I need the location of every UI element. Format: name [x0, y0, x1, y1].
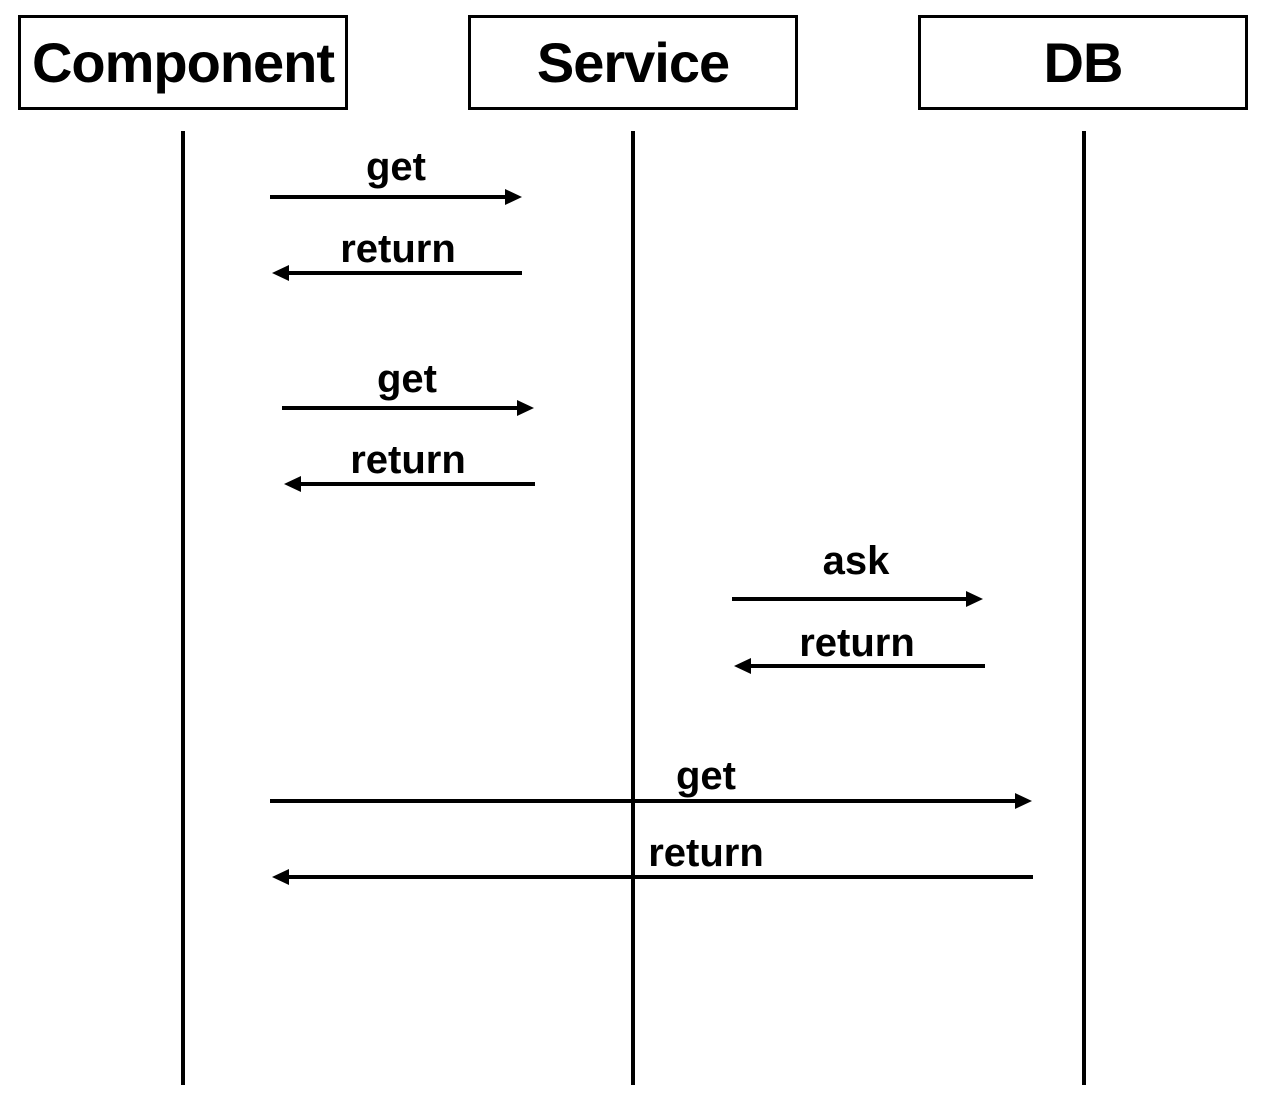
message-label-ask-4: ask	[822, 539, 890, 583]
actor-label-db: DB	[1043, 30, 1124, 94]
message-label-get-6: get	[676, 754, 736, 798]
message-label-get-2: get	[377, 357, 437, 401]
message-line-1	[286, 271, 522, 275]
message-arrowhead-right-icon	[966, 591, 983, 607]
message-arrowhead-left-icon	[272, 265, 289, 281]
lifeline-db	[1082, 131, 1086, 1085]
message-line-6	[270, 799, 1018, 803]
message-arrowhead-right-icon	[517, 400, 534, 416]
message-label-return-3: return	[350, 438, 466, 482]
message-arrowhead-right-icon	[505, 189, 522, 205]
lifeline-service	[631, 131, 635, 1085]
message-line-0	[270, 195, 508, 199]
message-line-5	[748, 664, 985, 668]
message-arrowhead-left-icon	[272, 869, 289, 885]
actor-box-db: DB	[918, 15, 1248, 110]
message-label-return-7: return	[648, 831, 764, 875]
message-line-3	[298, 482, 535, 486]
message-arrowhead-right-icon	[1015, 793, 1032, 809]
actor-box-component: Component	[18, 15, 348, 110]
actor-label-component: Component	[31, 30, 335, 94]
message-label-get-0: get	[366, 145, 426, 189]
actor-box-service: Service	[468, 15, 798, 110]
message-arrowhead-left-icon	[284, 476, 301, 492]
message-label-return-1: return	[340, 227, 456, 271]
message-line-2	[282, 406, 520, 410]
message-line-4	[732, 597, 969, 601]
lifeline-component	[181, 131, 185, 1085]
message-arrowhead-left-icon	[734, 658, 751, 674]
actor-label-service: Service	[536, 30, 730, 94]
message-label-return-5: return	[799, 621, 915, 665]
message-line-7	[286, 875, 1033, 879]
